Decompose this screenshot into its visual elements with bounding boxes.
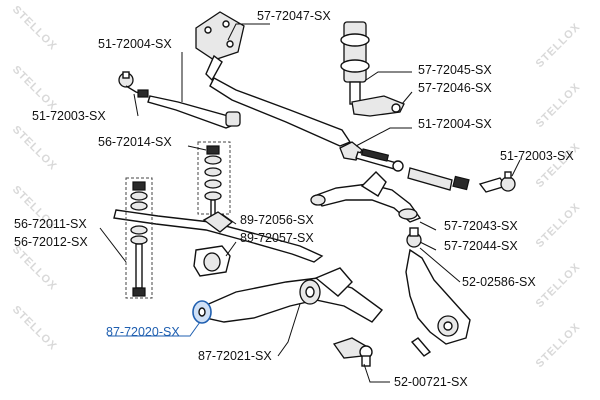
part-label-p06[interactable]: 51-72004-SX: [418, 117, 492, 131]
lower-control-arm: [203, 267, 384, 323]
tie-rod-right: [339, 141, 404, 172]
part-label-p14[interactable]: 57-72044-SX: [444, 239, 518, 253]
watermark-text-left-2: STELLOX: [10, 64, 59, 113]
watermark-text-right-5: STELLOX: [534, 261, 583, 310]
watermark-left: STELLOX STELLOX STELLOX STELLOX STELLOX …: [10, 4, 59, 353]
watermark-text-right-6: STELLOX: [534, 321, 583, 370]
part-label-p18[interactable]: 52-00721-SX: [394, 375, 468, 389]
stabilizer-bar: [113, 209, 324, 263]
part-label-p04[interactable]: 57-72045-SX: [418, 63, 492, 77]
part-label-p03[interactable]: 51-72003-SX: [32, 109, 106, 123]
shock-absorber: [340, 21, 370, 105]
part-label-p07[interactable]: 56-72014-SX: [98, 135, 172, 149]
watermark-text-left-6: STELLOX: [10, 304, 59, 353]
steering-knuckle: [405, 248, 471, 357]
watermark-text-left-1: STELLOX: [10, 4, 59, 53]
part-label-p10[interactable]: 56-72012-SX: [14, 235, 88, 249]
part-label-p13[interactable]: 57-72043-SX: [444, 219, 518, 233]
bolt-kit-left: [125, 177, 153, 299]
lower-arm-bushing-highlighted: [192, 300, 212, 324]
part-label-p11[interactable]: 89-72056-SX: [240, 213, 314, 227]
watermark-text-right-2: STELLOX: [534, 81, 583, 130]
lower-ball-joint: [332, 337, 373, 367]
part-label-p01[interactable]: 57-72047-SX: [257, 9, 331, 23]
tie-rod-end-right: [478, 171, 516, 193]
part-label-p05[interactable]: 57-72046-SX: [418, 81, 492, 95]
watermark-text-left-3: STELLOX: [10, 124, 59, 173]
stabilizer-bushing: [193, 245, 231, 277]
leader-lines: [99, 23, 521, 383]
part-label-p08[interactable]: 51-72003-SX: [500, 149, 574, 163]
watermark-text-right-4: STELLOX: [534, 201, 583, 250]
adjusting-sleeve: [407, 167, 470, 191]
tie-rod-end-left: [118, 71, 149, 98]
center-link: [147, 95, 241, 129]
part-label-p02[interactable]: 51-72004-SX: [98, 37, 172, 51]
idler-arm-bracket: [195, 11, 245, 82]
relay-rod: [209, 77, 352, 147]
watermark-right: STELLOX STELLOX STELLOX STELLOX STELLOX …: [534, 21, 583, 370]
part-label-p17[interactable]: 87-72021-SX: [198, 349, 272, 363]
part-label-p15[interactable]: 52-02586-SX: [462, 275, 536, 289]
pitman-arm: [351, 95, 405, 117]
upper-control-arm: [310, 171, 422, 223]
part-label-p16-highlighted[interactable]: 87-72020-SX: [106, 325, 180, 339]
watermark-text-right-1: STELLOX: [534, 21, 583, 70]
upper-ball-joint: [406, 227, 422, 248]
part-label-p12[interactable]: 89-72057-SX: [240, 231, 314, 245]
watermark-text-left-5: STELLOX: [10, 244, 59, 293]
part-label-p09[interactable]: 56-72011-SX: [14, 217, 87, 231]
part-labels: 57-72047-SX 51-72004-SX 51-72003-SX 57-7…: [14, 9, 574, 389]
stabilizer-link-kit: [197, 141, 231, 223]
